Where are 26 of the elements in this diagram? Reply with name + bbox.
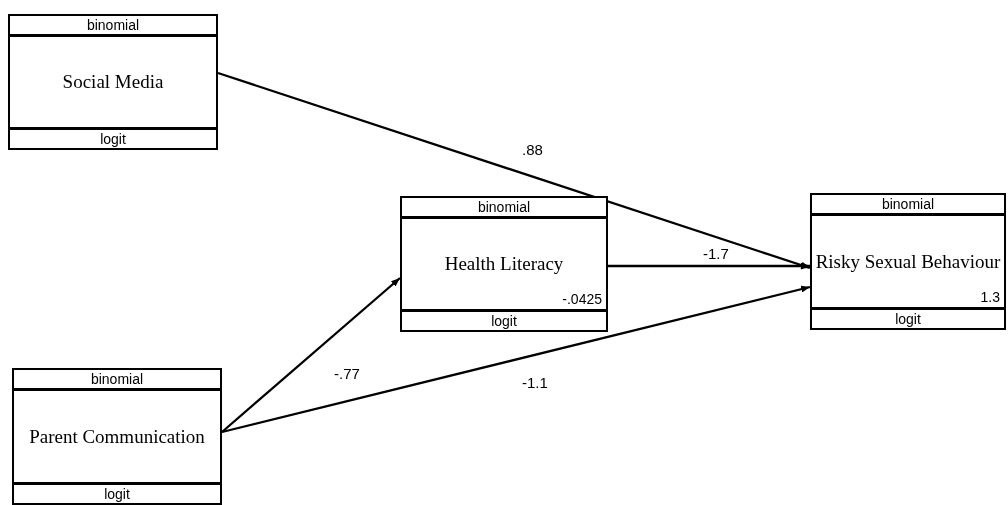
distribution-label: binomial [90,371,144,387]
link-function-label: logit [104,486,130,502]
coefficient-value: 1.3 [980,289,1000,305]
distribution-label: binomial [86,17,140,33]
variable-box [12,368,222,505]
distribution-label: binomial [881,196,935,212]
variable-name: Health Literacy [444,252,564,276]
variable-box [810,193,1006,330]
distribution-label: binomial [477,199,531,215]
variable-box [8,14,218,150]
variable-name: Parent Communication [29,424,205,449]
path-coefficient: .88 [522,141,543,158]
path-coefficient: -1.7 [703,245,729,262]
link-function-label: logit [895,311,921,327]
variable-box [400,196,608,332]
coefficient-value: -.0425 [562,291,602,307]
link-function-label: logit [100,131,126,147]
path-coefficient: -.77 [334,365,360,382]
arrow [221,277,401,433]
arrow [221,285,811,434]
arrow [217,71,811,270]
link-function-label: logit [491,313,517,329]
path-coefficient: -1.1 [522,374,548,391]
variable-name: Risky Sexual Behaviour [815,249,1001,274]
variable-name: Social Media [62,70,164,94]
arrow [608,262,810,270]
